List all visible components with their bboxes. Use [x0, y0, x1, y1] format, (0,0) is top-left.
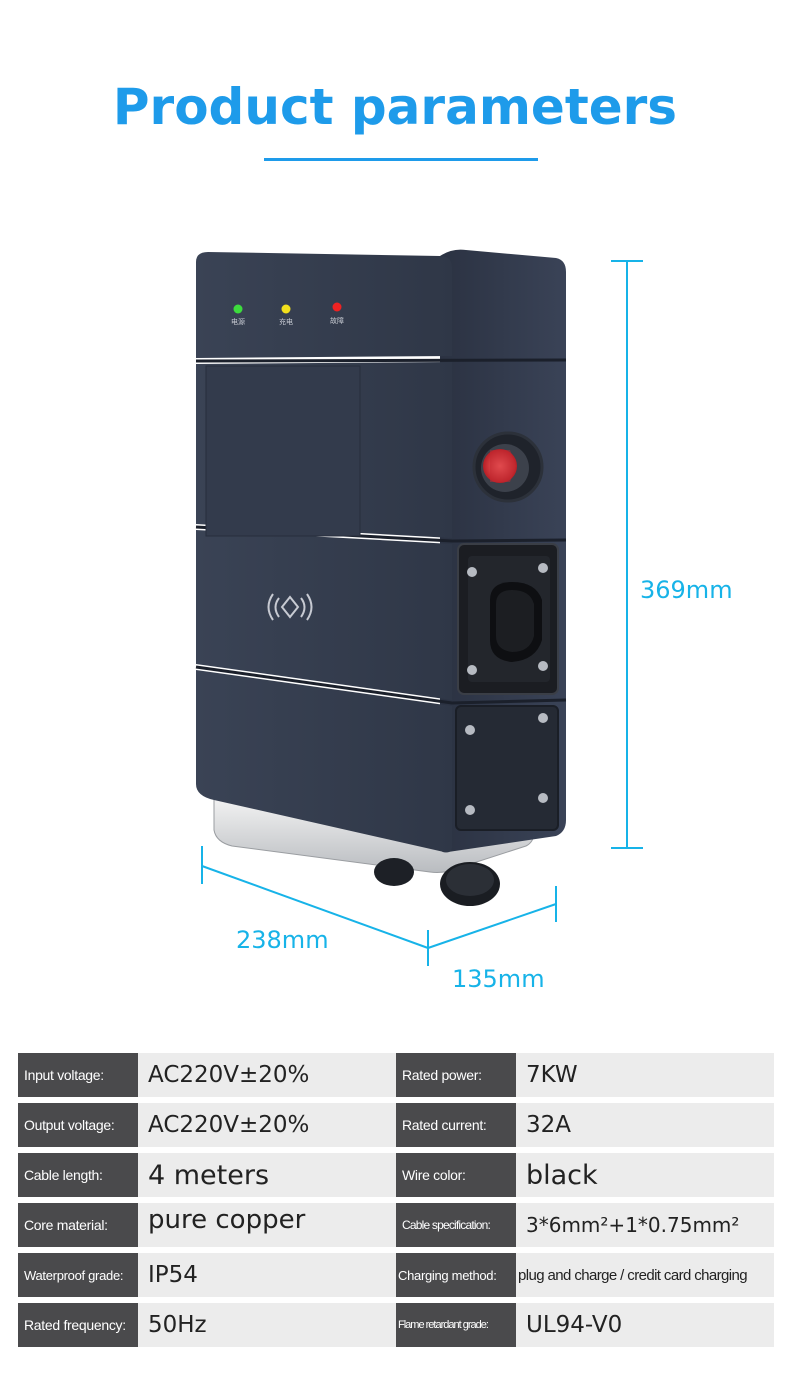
spec-value: 7KW	[516, 1053, 774, 1097]
spec-label: Core material:	[18, 1203, 138, 1247]
depth-dimension-line	[427, 886, 557, 949]
emergency-stop-button	[472, 431, 544, 503]
spec-label: Input voltage:	[18, 1053, 138, 1097]
spec-value: black	[516, 1153, 774, 1197]
depth-dimension-label: 135mm	[452, 965, 545, 993]
indicator-label-fault: 故障	[330, 316, 344, 325]
height-dimension-label: 369mm	[640, 576, 733, 604]
table-row: Waterproof grade: IP54 Charging method: …	[18, 1253, 774, 1297]
spec-value: UL94-V0	[516, 1303, 774, 1347]
spec-value: 32A	[516, 1103, 774, 1147]
table-row: Input voltage: AC220V±20% Rated power: 7…	[18, 1053, 774, 1097]
spec-label: Waterproof grade:	[18, 1253, 138, 1297]
indicator-label-charging: 充电	[279, 317, 293, 326]
charging-socket	[457, 543, 559, 695]
spec-value: AC220V±20%	[138, 1053, 396, 1097]
fault-indicator-icon	[332, 302, 342, 312]
spec-value: pure copper	[138, 1203, 396, 1247]
power-indicator-icon	[233, 304, 243, 314]
table-row: Cable length: 4 meters Wire color: black	[18, 1153, 774, 1197]
table-row: Output voltage: AC220V±20% Rated current…	[18, 1103, 774, 1147]
charger-front	[195, 252, 567, 853]
charging-indicator-icon	[281, 304, 291, 314]
spec-value: 50Hz	[138, 1303, 396, 1347]
width-dimension-label: 238mm	[236, 926, 329, 954]
rfid-icon	[267, 593, 313, 621]
spec-label: Rated frequency:	[18, 1303, 138, 1347]
spec-label: Output voltage:	[18, 1103, 138, 1147]
ev-charger-image: 电源 充电 故障	[195, 249, 643, 966]
spec-value: plug and charge / credit card charging	[516, 1253, 774, 1297]
spec-value: IP54	[138, 1253, 396, 1297]
page-title: Product parameters	[112, 78, 678, 136]
indicator-label-power: 电源	[231, 317, 245, 326]
spec-value: 3*6mm²+1*0.75mm²	[516, 1203, 774, 1247]
spec-table: Input voltage: AC220V±20% Rated power: 7…	[18, 1053, 774, 1353]
status-indicators: 电源 充电 故障	[231, 302, 344, 326]
table-row: Core material: pure copper Cable specifi…	[18, 1203, 774, 1247]
spec-label: Rated current:	[396, 1103, 516, 1147]
spec-label: Cable specification:	[396, 1203, 516, 1247]
spec-label: Flame retardant grade:	[396, 1303, 516, 1347]
spec-label: Charging method:	[396, 1253, 516, 1297]
spec-value: 4 meters	[138, 1153, 396, 1197]
spec-label: Wire color:	[396, 1153, 516, 1197]
title-underline	[264, 158, 538, 161]
spec-value: AC220V±20%	[138, 1103, 396, 1147]
height-dimension-line	[611, 260, 643, 849]
table-row: Rated frequency: 50Hz Flame retardant gr…	[18, 1303, 774, 1347]
spec-label: Rated power:	[396, 1053, 516, 1097]
spec-label: Cable length:	[18, 1153, 138, 1197]
lower-cover-panel	[455, 705, 559, 831]
